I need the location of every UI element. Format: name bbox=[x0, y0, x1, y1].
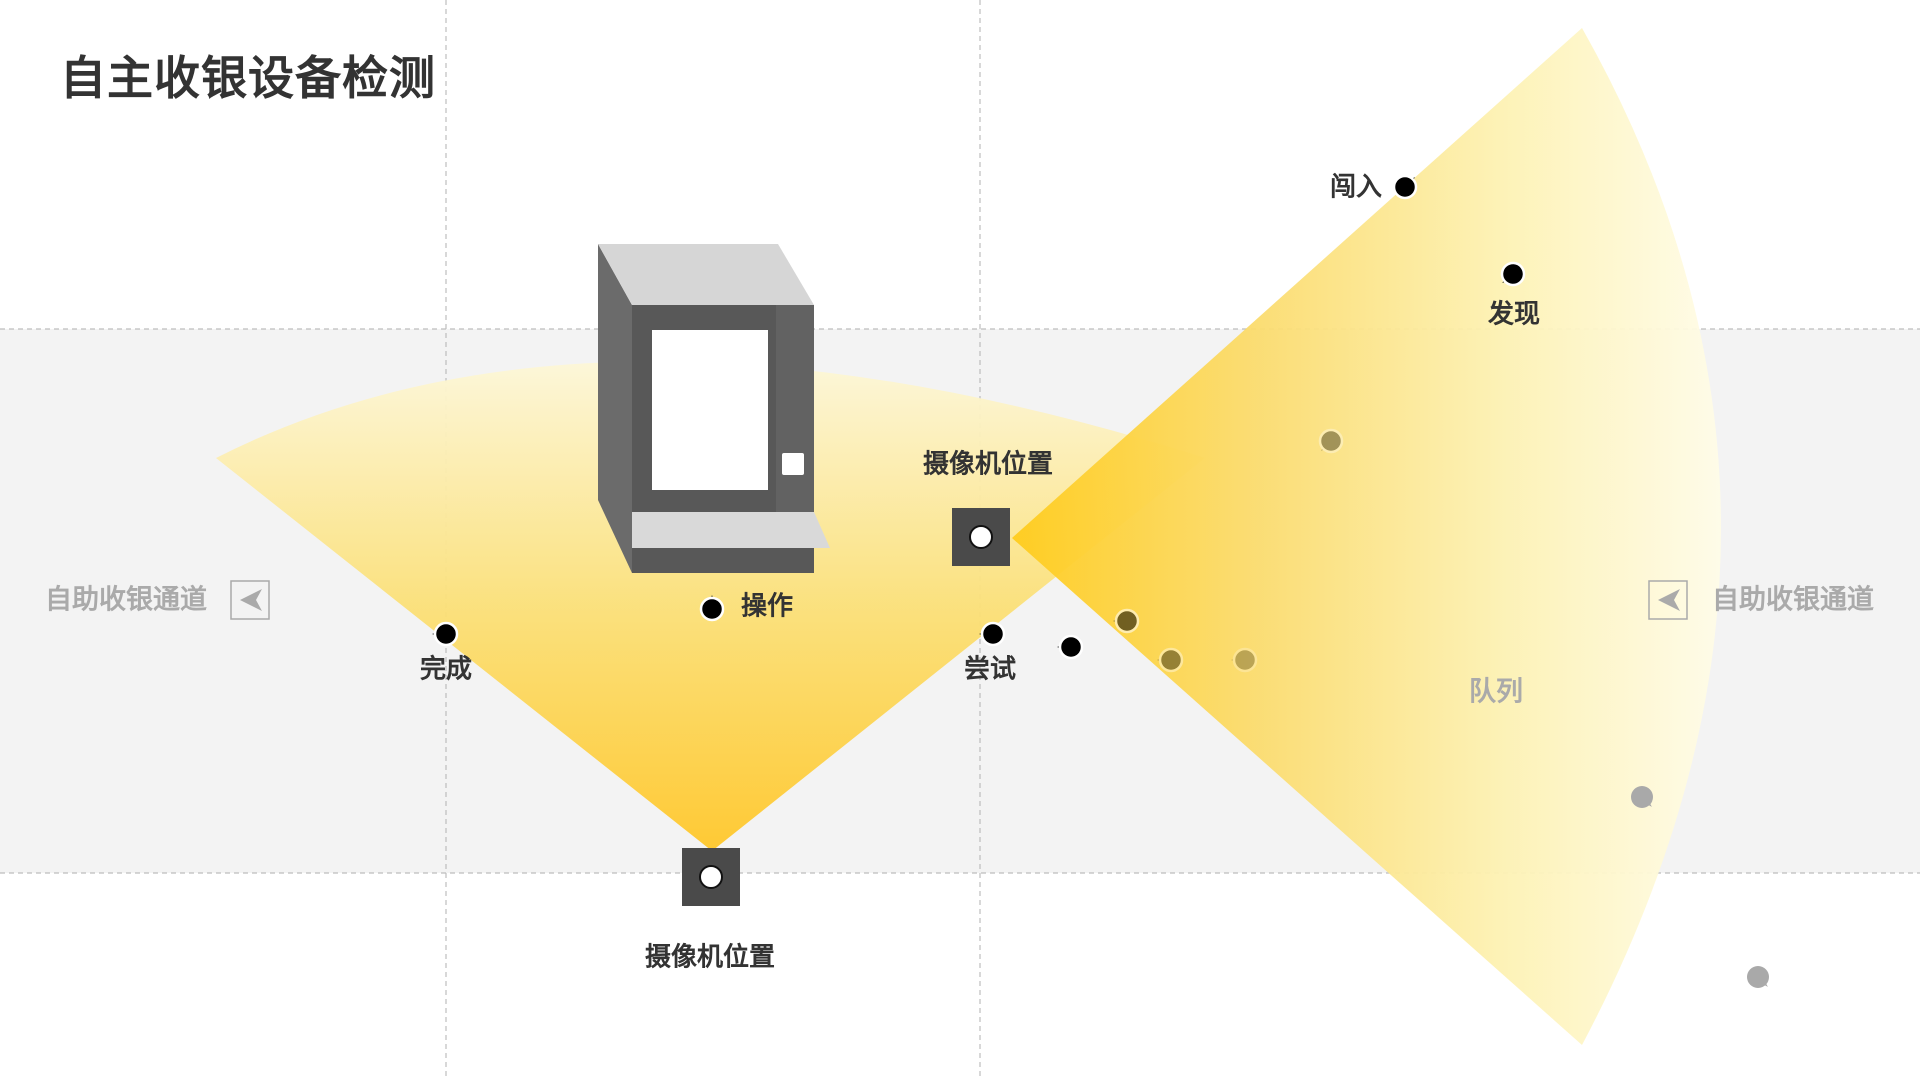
person-icon bbox=[1631, 786, 1653, 808]
lane-direction-arrow-icon bbox=[1648, 580, 1688, 620]
person-icon bbox=[1157, 647, 1184, 673]
lane-direction-arrow-icon bbox=[230, 580, 270, 620]
marker-label-discover: 发现 bbox=[1487, 299, 1540, 330]
marker-label-operate: 操作 bbox=[741, 592, 793, 622]
right-camera-coverage-cone bbox=[1012, 28, 1721, 1045]
person-icon bbox=[1318, 428, 1344, 454]
camera-icon bbox=[682, 848, 740, 906]
person-icon bbox=[979, 621, 1006, 647]
person-icon bbox=[432, 621, 459, 647]
camera-icon bbox=[952, 508, 1010, 566]
lane-label-right: 自助收银通道 bbox=[1712, 584, 1874, 616]
person-icon bbox=[1113, 608, 1140, 634]
person-icon bbox=[1392, 174, 1418, 200]
marker-label-complete: 完成 bbox=[420, 654, 472, 685]
queue-label: 队列 bbox=[1469, 677, 1523, 708]
camera-label-top: 摄像机位置 bbox=[923, 449, 1053, 480]
page-title: 自主收银设备检测 bbox=[60, 51, 436, 105]
person-icon bbox=[1231, 647, 1258, 673]
marker-label-enter: 闯入 bbox=[1330, 172, 1382, 203]
self-checkout-terminal-icon bbox=[598, 244, 830, 573]
lane-label-left: 自助收银通道 bbox=[45, 584, 207, 616]
person-icon bbox=[699, 595, 725, 622]
person-icon bbox=[1500, 261, 1526, 287]
person-icon bbox=[1057, 634, 1084, 660]
camera-label-bottom: 摄像机位置 bbox=[645, 942, 775, 973]
person-icon bbox=[1747, 966, 1769, 988]
marker-label-try: 尝试 bbox=[964, 655, 1016, 685]
